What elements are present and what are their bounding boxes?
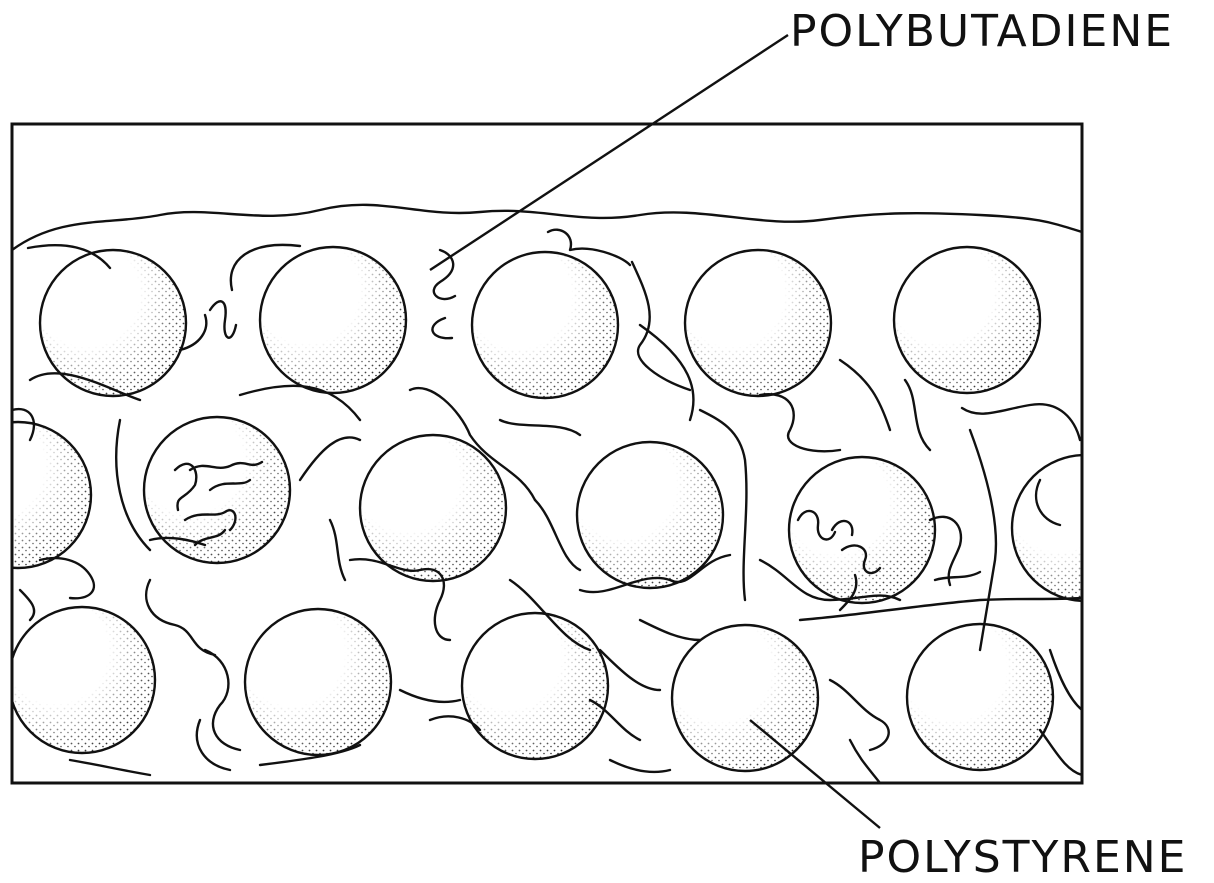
sphere xyxy=(789,457,935,603)
polystyrene-label: POLYSTYRENE xyxy=(858,832,1187,883)
sphere xyxy=(260,247,406,393)
sphere xyxy=(144,417,290,563)
sphere xyxy=(472,252,618,398)
sphere xyxy=(245,609,391,755)
sphere xyxy=(40,250,186,396)
sphere xyxy=(0,422,91,568)
polybutadiene-label: POLYBUTADIENE xyxy=(790,6,1174,57)
polystyrene-leader-line xyxy=(750,720,880,828)
polybutadiene-leader-line xyxy=(430,35,788,270)
sphere xyxy=(360,435,506,581)
sphere xyxy=(672,625,818,771)
sphere xyxy=(9,607,155,753)
polystyrene-domains xyxy=(0,247,1158,771)
sphere xyxy=(907,624,1053,770)
sphere xyxy=(462,613,608,759)
sphere xyxy=(577,442,723,588)
sphere xyxy=(894,247,1040,393)
sphere xyxy=(685,250,831,396)
sphere xyxy=(1012,455,1158,601)
polybutadiene-boundary xyxy=(12,205,1082,250)
